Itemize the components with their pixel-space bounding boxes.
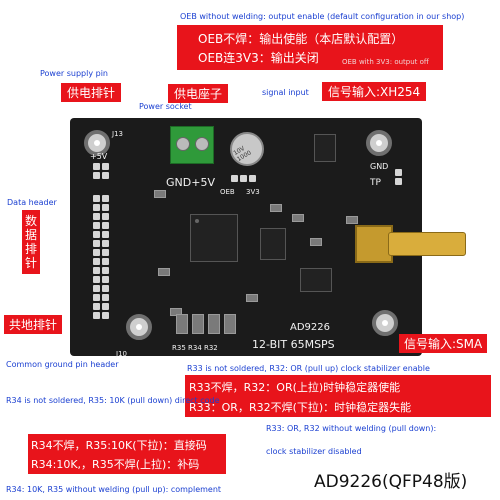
mount-hole-bl (126, 314, 152, 340)
smd-part (270, 204, 282, 212)
mount-hole-tl (84, 130, 110, 156)
smd-part (246, 294, 258, 302)
v33-silk: 3V3 (246, 188, 260, 196)
oeb-line2: OEB连3V3：输出关闭 (198, 51, 319, 65)
r33-line2: R33：OR，R32不焊(下拉)：时钟稳定器失能 (189, 401, 412, 414)
signal-input-xh254: 信号输入:XH254 (322, 82, 427, 101)
mount-hole-br (372, 310, 398, 336)
r34-en-bot: R34: 10K, R35 without welding (pull up):… (6, 485, 222, 494)
gnd-5v-label: GND+5V (166, 176, 215, 189)
chip-desc-silk: 12-BIT 65MSPS (252, 338, 335, 351)
smd-part (154, 190, 166, 198)
oeb-config-box: OEB不焊：输出使能（本店默认配置） OEB连3V3：输出关闭 (177, 25, 443, 70)
oeb-jumper-pins (230, 174, 257, 183)
j13-label: J13 (112, 130, 123, 138)
smd-part (158, 268, 170, 276)
oeb-line1: OEB不焊：输出使能（本店默认配置） (198, 32, 404, 46)
model-label: AD9226(QFP48版) (314, 472, 468, 492)
r33-en-mid: R33: OR, R32 without welding (pull down)… (266, 424, 437, 433)
r-pads (174, 314, 238, 334)
green-power-socket (170, 126, 214, 164)
data-header-en: Data header (7, 198, 57, 207)
chip-name-silk: AD9226 (290, 322, 330, 333)
signal-input-sma: 信号输入:SMA (399, 334, 488, 353)
smd-part (346, 216, 358, 224)
oeb-sub-note: OEB with 3V3: output off (342, 58, 429, 66)
plus5v-label: +5V (90, 152, 108, 161)
small-ic-3 (300, 268, 332, 292)
r33-en-bot: clock stabilizer disabled (266, 447, 362, 456)
data-pin-header (92, 194, 110, 320)
electrolytic-capacitor: 10V 1000 (230, 132, 264, 166)
r34-line1: R34不焊，R35:10K(下拉)：直接码 (31, 439, 207, 452)
j10-label: J10 (116, 350, 127, 358)
r33-en-top: R33 is not soldered, R32: OR (pull up) c… (187, 364, 430, 373)
smd-part (292, 214, 304, 222)
data-header-cn: 数据排针 (22, 210, 40, 274)
ground-header-cn: 共地排针 (4, 315, 63, 334)
capacitor-label: 10V 1000 (232, 145, 253, 164)
tp-pins (394, 168, 403, 186)
power-socket-cn: 供电座子 (168, 84, 229, 103)
r-pad-labels: R35 R34 R32 (172, 344, 218, 352)
r34-line2: R34:10K,，R35不焊(上拉)：补码 (31, 458, 200, 471)
signal-input-en: signal input (262, 88, 309, 97)
r34-config-box: R34不焊，R35:10K(下拉)：直接码 R34:10K,，R35不焊(上拉)… (28, 434, 226, 474)
small-ic-1 (260, 228, 286, 260)
power-pin-cn: 供电排针 (61, 83, 122, 102)
r33-line1: R33不焊，R32：OR(上拉)时钟稳定器使能 (189, 381, 401, 394)
smd-part (310, 238, 322, 246)
small-ic-2 (314, 134, 336, 162)
mount-hole-tr (366, 130, 392, 156)
power-pin-header (92, 162, 110, 180)
tp-silk: TP (370, 178, 381, 188)
r34-en-top: R34 is not soldered, R35: 10K (pull down… (6, 396, 220, 405)
power-pin-en: Power supply pin (40, 69, 108, 78)
oeb-top-note: OEB without welding: output enable (defa… (180, 12, 465, 21)
sma-connector-barrel (388, 232, 466, 256)
ad9226-chip (190, 214, 238, 262)
gnd-tp-silk: GND (370, 162, 389, 171)
r33-config-box: R33不焊，R32：OR(上拉)时钟稳定器使能 R33：OR，R32不焊(下拉)… (185, 375, 491, 417)
ground-header-en: Common ground pin header (6, 360, 119, 369)
power-socket-en: Power socket (139, 102, 192, 111)
oeb-silk: OEB (220, 188, 235, 196)
